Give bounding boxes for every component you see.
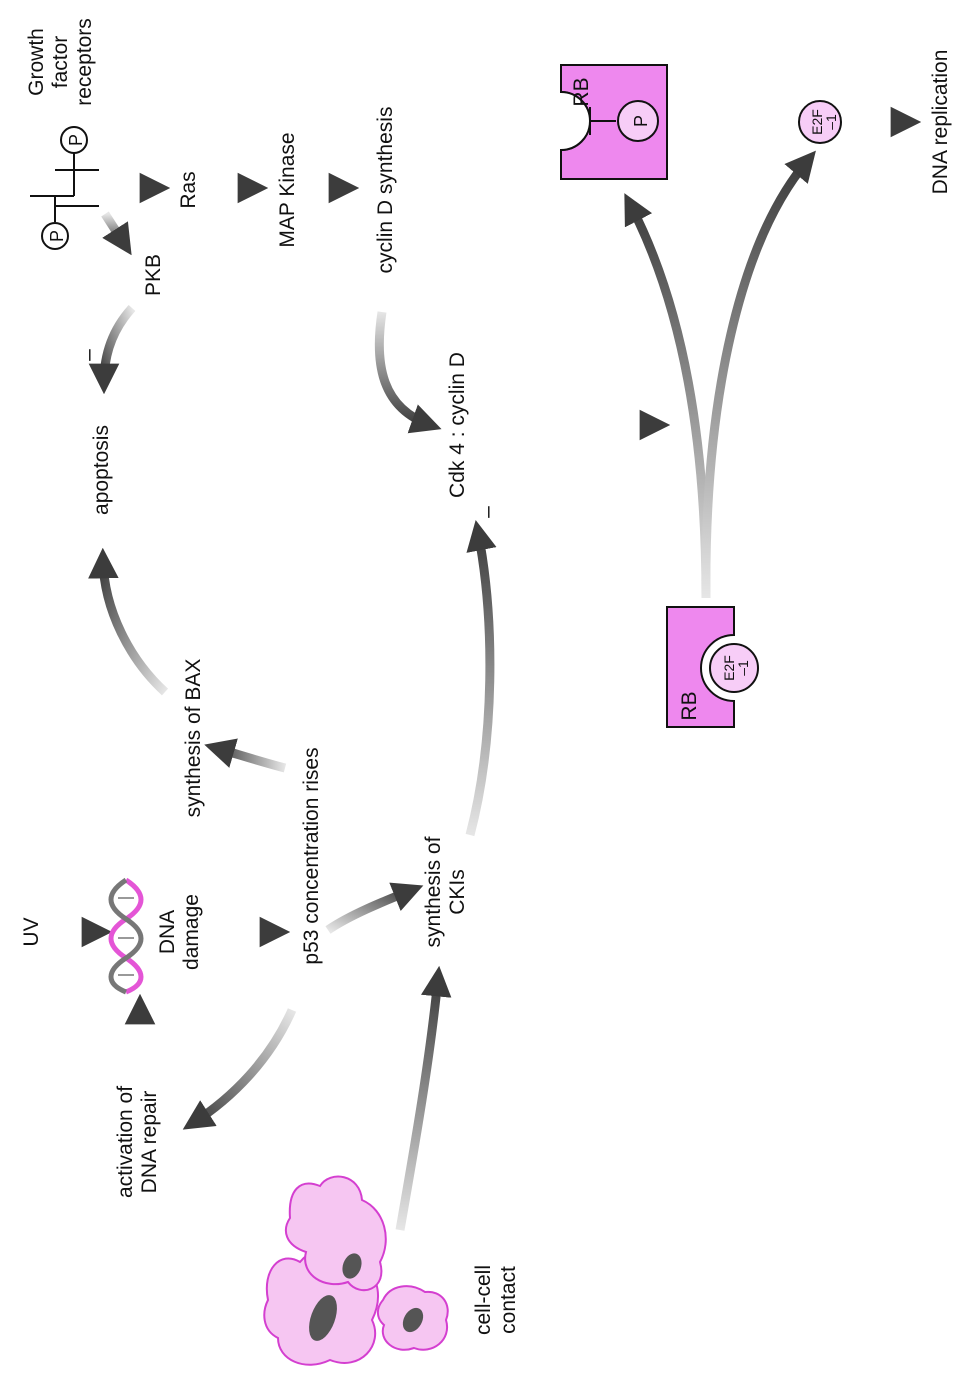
receptor-phosphate-top xyxy=(60,126,88,154)
receptor-p-top-label: P xyxy=(66,134,86,146)
synthesis-of-ckis-label-2: CKIs xyxy=(446,869,469,915)
arrow-rb-complex-to-free-e2f xyxy=(701,150,816,599)
e2f-bound-label-1: E2F xyxy=(721,655,737,681)
arrow-receptor-to-pkb xyxy=(101,211,132,256)
synthesis-of-ckis-label-1: synthesis of xyxy=(422,836,445,947)
arrow-p53-to-dna-repair xyxy=(182,1008,297,1130)
pkb-inhibition-sign: – xyxy=(77,349,100,361)
rb-top-label: RB xyxy=(570,77,593,106)
growth-factor-receptors-label-1: Growth xyxy=(25,28,48,96)
receptor-p-bottom-label: P xyxy=(47,230,67,242)
dna-helix-icon xyxy=(108,877,144,995)
synthesis-of-bax-label: synthesis of BAX xyxy=(182,659,205,818)
map-kinase-label: MAP Kinase xyxy=(276,132,299,247)
cell-cell-contact-icon xyxy=(263,1175,449,1366)
e2f-free: E2F –1 xyxy=(798,100,842,144)
arrow-cyclin-d-to-cdk4 xyxy=(374,311,442,434)
activation-of-dna-repair-label-1: activation of xyxy=(114,1086,137,1198)
arrow-p53-to-ckis xyxy=(325,882,424,934)
arrow-p53-to-bax xyxy=(204,738,287,773)
arrow-rb-complex-to-phospho-rb xyxy=(624,193,711,599)
uv-label: UV xyxy=(20,917,43,946)
phosphate-label: P xyxy=(631,115,651,127)
e2f-free-label-1: E2F xyxy=(809,109,825,135)
dna-replication-label: DNA replication xyxy=(929,50,952,195)
ras-label: Ras xyxy=(177,171,200,208)
cdk4-cyclin-d-label: Cdk 4 : cyclin D xyxy=(446,352,469,498)
cdk4-inhibition-sign: – xyxy=(476,506,499,518)
rb-phosphorylated: P RB xyxy=(560,64,668,180)
growth-factor-receptors-label-3: receptors xyxy=(73,18,96,106)
e2f-bound-circle xyxy=(709,643,759,693)
p53-concentration-rises-label: p53 concentration rises xyxy=(300,747,323,964)
dna-damage-label-1: DNA xyxy=(156,910,179,954)
apoptosis-label: apoptosis xyxy=(90,425,113,515)
cell-cell-contact-label-1: cell-cell xyxy=(472,1265,495,1335)
growth-factor-receptor-icon: P P xyxy=(30,126,99,250)
growth-factor-receptors-label-2: factor xyxy=(49,36,72,89)
arrow-contact-to-ckis xyxy=(395,965,452,1231)
e2f-free-label-2: –1 xyxy=(823,114,839,130)
e2f-bound-label-2: –1 xyxy=(735,660,751,676)
cell-cell-contact-label-2: contact xyxy=(497,1266,520,1334)
rb-bottom-label: RB xyxy=(678,691,701,720)
arrow-pkb-to-apoptosis xyxy=(88,304,136,395)
receptor-phosphate-bottom xyxy=(41,222,69,250)
arrow-bax-to-apoptosis xyxy=(88,547,169,696)
activation-of-dna-repair-label-2: DNA repair xyxy=(138,1091,161,1194)
rb-e2f-complex: E2F –1 RB xyxy=(666,606,759,728)
arrow-ckis-to-cdk4 xyxy=(465,519,497,837)
cyclin-d-synthesis-label: cyclin D synthesis xyxy=(374,107,397,274)
pkb-label: PKB xyxy=(142,254,165,296)
dna-damage-label-2: damage xyxy=(180,894,203,970)
phosphate-circle xyxy=(617,100,659,142)
